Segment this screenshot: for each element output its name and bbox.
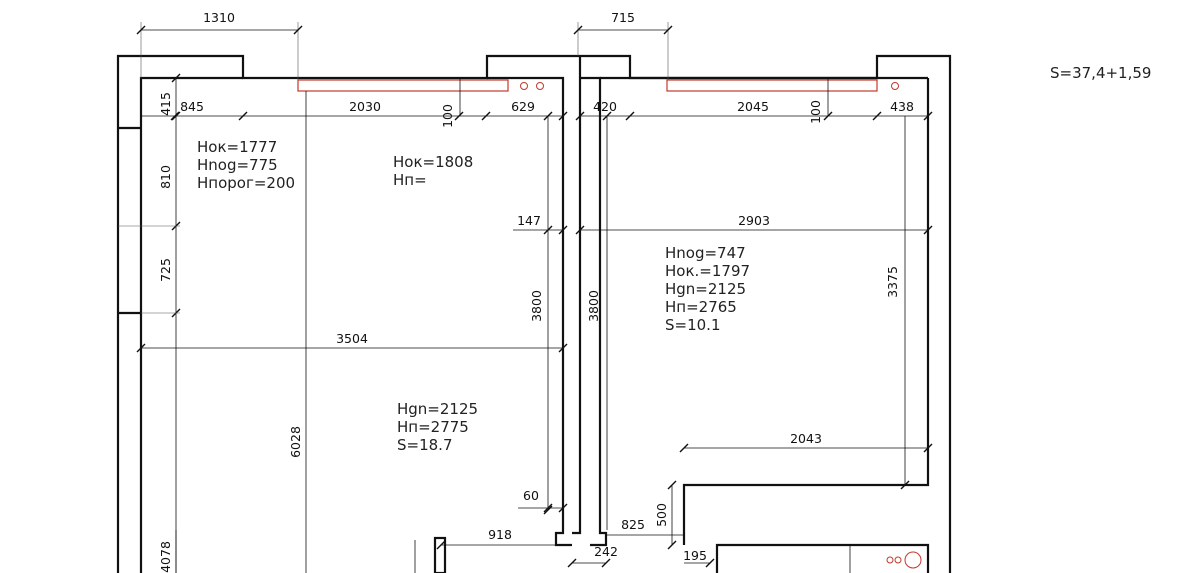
dim-3800-right: 3800: [586, 290, 601, 322]
dim-147: 147: [517, 213, 541, 228]
fixture-dot-2: [894, 556, 902, 564]
door-jamb: [433, 536, 447, 573]
note-left-room-1: Нgn=2125: [397, 400, 478, 418]
dim-100-left: 100: [440, 104, 455, 128]
note-mid-top-2: Нп=: [393, 171, 427, 189]
dim-810: 810: [158, 165, 173, 189]
dim-242: 242: [594, 544, 618, 559]
dim-629: 629: [511, 99, 535, 114]
note-left-top-3: Нпорог=200: [197, 174, 295, 192]
note-left-top-1: Нок=1777: [197, 138, 277, 156]
toilet-fixture: [904, 551, 922, 569]
dim-2903: 2903: [738, 213, 770, 228]
fixture-dot-1: [886, 556, 894, 564]
pipe-right: [891, 82, 899, 90]
right-room-outer-wall: [580, 54, 952, 573]
dim-420: 420: [593, 99, 617, 114]
dim-6028: 6028: [288, 426, 303, 458]
radiator-right: [666, 79, 878, 92]
walls: [116, 54, 952, 573]
dimension-texts: 1310 715 845 2030 629 420 2045 438 415 1…: [158, 10, 914, 573]
dim-3504: 3504: [336, 331, 368, 346]
note-right-1: Нnog=747: [665, 244, 746, 262]
note-right-2: Нок.=1797: [665, 262, 750, 280]
dim-438: 438: [890, 99, 914, 114]
note-right-3: Нgn=2125: [665, 280, 746, 298]
note-right-4: Нп=2765: [665, 298, 737, 316]
dim-725: 725: [158, 258, 173, 282]
note-left-room-3: S=18.7: [397, 436, 453, 454]
dim-845: 845: [180, 99, 204, 114]
dim-825: 825: [621, 517, 645, 532]
note-mid-top-1: Нок=1808: [393, 153, 473, 171]
dim-100-right: 100: [808, 100, 823, 124]
dim-2045: 2045: [737, 99, 769, 114]
bath-block-wall: [715, 543, 930, 573]
dim-3800-left: 3800: [529, 290, 544, 322]
dim-415: 415: [158, 92, 173, 116]
left-room-outer-wall: [116, 54, 580, 573]
note-left-top-2: Нnog=775: [197, 156, 278, 174]
dim-195: 195: [683, 548, 707, 563]
partition-wall-right: [572, 56, 582, 535]
radiators: [297, 79, 922, 569]
pipe-left-2: [536, 82, 544, 90]
dim-2030: 2030: [349, 99, 381, 114]
radiator-left: [297, 79, 509, 92]
partition-wall-left: [487, 76, 572, 547]
note-right-5: S=10.1: [665, 316, 721, 334]
dim-715: 715: [611, 10, 635, 25]
dim-2043: 2043: [790, 431, 822, 446]
dimension-lines: [118, 22, 933, 573]
room-notes: Нок=1777 Нnog=775 Нпорог=200 Нок=1808 Нп…: [197, 138, 750, 454]
right-room-inner-east: [682, 78, 930, 545]
dim-500: 500: [654, 503, 669, 527]
dim-3375: 3375: [885, 266, 900, 298]
total-area: S=37,4+1,59: [1050, 64, 1151, 82]
partition-inner-right: [580, 76, 608, 547]
dim-918: 918: [488, 527, 512, 542]
dim-4078: 4078: [158, 541, 173, 573]
dim-1310: 1310: [203, 10, 235, 25]
note-left-room-2: Нп=2775: [397, 418, 469, 436]
dim-60: 60: [523, 488, 539, 503]
pipe-left-1: [520, 82, 528, 90]
